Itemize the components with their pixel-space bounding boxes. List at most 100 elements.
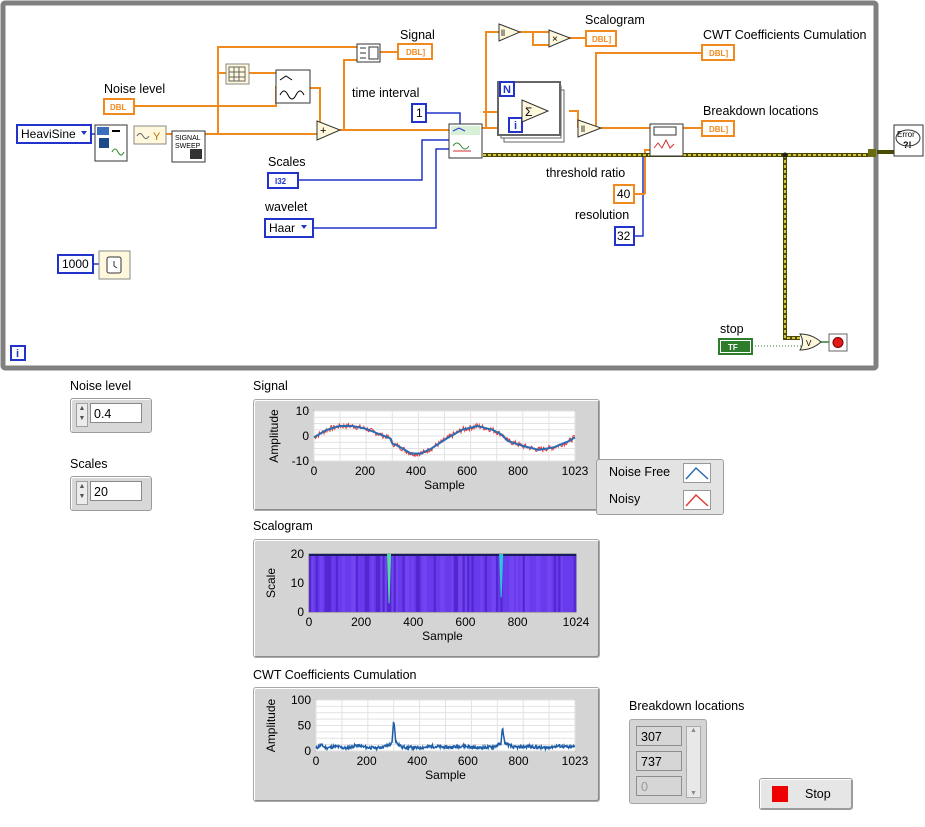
heatmap-cell [315,554,319,612]
array-scrollbar[interactable]: ▲ ▼ [686,726,701,798]
sum-node[interactable]: Σ [521,99,550,123]
heatmap-cell [326,554,330,612]
heatmap-cell [480,554,483,612]
svg-text:Error: Error [897,130,915,139]
breakdown-detection-vi[interactable] [649,123,684,157]
signal-legend[interactable]: Noise Free Noisy [596,459,724,515]
svg-text:SIGNAL: SIGNAL [175,135,201,142]
cwt-graph-label: CWT Coefficients Cumulation [253,668,417,682]
resolution-label: resolution [575,208,630,222]
cwt-vi[interactable] [448,123,483,159]
heatmap-cell [413,554,417,612]
legend-noise-free-swatch[interactable] [683,463,711,483]
noise-level-value[interactable]: 0.4 [90,403,142,423]
svg-text:DBL]: DBL] [709,49,728,58]
heatmap-cell [357,554,361,612]
x-tick-label: 200 [357,754,377,768]
heatmap-cell [444,554,448,612]
noise-level-control[interactable]: ▲▼ 0.4 [70,398,152,433]
heatmap-cell [542,554,546,612]
svg-text:ll: ll [581,124,585,134]
scales-terminal[interactable]: I32 [267,172,299,189]
scale-vi[interactable]: Y [133,125,167,145]
legend-noisy-swatch[interactable] [683,490,711,510]
for-loop-count: N [499,81,515,97]
heavisine-enum-constant[interactable]: HeaviSine [16,124,92,144]
resolution-constant[interactable]: 32 [614,226,635,246]
heatmap-cell [415,554,419,612]
heatmap-cell [466,554,470,612]
heatmap-cell [431,554,435,612]
heavisine-value: HeaviSine [21,127,76,141]
legend-noisy-label: Noisy [609,492,641,506]
heatmap-cell [364,554,368,612]
multiply-node[interactable]: × [548,29,572,48]
signal-generator-vi[interactable] [94,124,128,162]
heatmap-cell [511,554,515,612]
heatmap-cell [369,554,372,612]
wavelet-enum-constant[interactable]: Haar [264,218,314,238]
heatmap-cell [420,554,423,612]
heatmap-cell [333,554,337,612]
gaussian-noise-vi[interactable] [275,69,311,104]
scales-control[interactable]: ▲▼ 20 [70,476,152,511]
heatmap-cell [549,554,552,612]
threshold-ratio-constant[interactable]: 40 [613,184,635,204]
while-loop-frame[interactable] [0,0,879,371]
x-tick-label: 0 [306,615,313,629]
scales-value[interactable]: 20 [90,481,142,501]
stop-terminal[interactable]: TF [718,338,753,355]
decrement-arrow-icon[interactable]: ▼ [78,493,86,500]
x-tick-label: 1024 [563,615,590,629]
series-line-cwt [315,721,576,753]
scalogram-terminal[interactable]: DBL] [585,30,617,47]
scales-control-label: Scales [70,457,108,471]
scales-spinner[interactable]: ▲▼ [76,481,88,505]
svg-text:Y: Y [153,131,161,143]
scales-label: Scales [268,155,306,169]
scalogram-graph-label: Scalogram [253,519,313,533]
wait-timer-icon[interactable] [98,250,131,280]
increment-arrow-icon[interactable]: ▲ [78,483,86,490]
noise-level-terminal[interactable]: DBL [103,98,135,115]
bundle-node[interactable] [356,43,381,63]
or-node[interactable]: V [799,333,822,351]
noise-generator-vi[interactable] [225,63,250,85]
breakdown-locations-terminal[interactable]: DBL] [701,120,735,137]
signal-terminal[interactable]: DBL] [397,43,433,60]
signal-sweep-vi[interactable]: SIGNAL SWEEP [171,130,206,163]
decrement-arrow-icon[interactable]: ▼ [78,415,86,422]
scroll-down-icon[interactable]: ▼ [690,790,697,797]
heatmap-cell [409,554,412,612]
x-tick-label: 1023 [562,754,589,768]
scroll-up-icon[interactable]: ▲ [690,727,697,734]
heatmap-cell [547,554,550,612]
stop-button[interactable]: Stop [759,778,853,810]
heatmap-cell [362,554,366,612]
heatmap-cell [317,554,321,612]
add-node[interactable]: + [316,120,342,141]
svg-text:DBL: DBL [110,103,127,112]
x-axis-label: Sample [422,629,463,643]
heatmap-cell [567,554,570,612]
time-interval-constant[interactable]: 1 [411,103,427,123]
breakdown-array[interactable]: 307 737 0 ▲ ▼ [629,719,707,804]
heatmap-cell [353,554,357,612]
square-node-1[interactable]: ll [498,23,522,42]
square-node-2[interactable]: ll [577,119,603,138]
heatmap-cell [469,554,472,612]
y-axis-label: Scale [264,568,278,598]
wait-ms-constant[interactable]: 1000 [57,254,94,274]
y-tick-label: -10 [292,454,310,468]
noise-level-spinner[interactable]: ▲▼ [76,403,88,427]
loop-condition-icon[interactable] [828,333,848,352]
heatmap-cell [484,554,488,612]
error-handler-vi[interactable]: Error ?! [893,124,924,157]
increment-arrow-icon[interactable]: ▲ [78,405,86,412]
cwt-cumulation-terminal[interactable]: DBL] [701,44,735,61]
cwt-label: CWT Coefficients Cumulation [703,28,867,42]
heatmap-cell [406,554,410,612]
